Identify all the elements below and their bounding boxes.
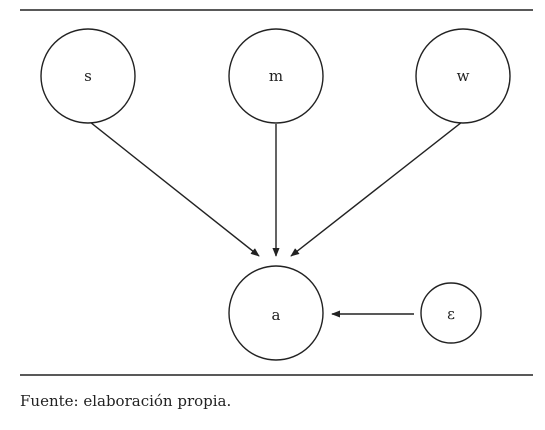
node-a-label: a: [272, 306, 281, 324]
edge-s-to-a: [89, 121, 260, 257]
node-epsilon: ε: [420, 282, 482, 344]
edge-w-to-a: [290, 121, 463, 257]
node-s: s: [40, 28, 136, 124]
node-m: m: [228, 28, 324, 124]
node-w-label: w: [457, 67, 470, 85]
node-a: a: [228, 265, 324, 361]
node-m-label: m: [269, 67, 283, 85]
source-note: Fuente: elaboración propia.: [20, 392, 232, 410]
node-s-label: s: [84, 67, 92, 85]
node-epsilon-label: ε: [447, 305, 455, 323]
node-w: w: [415, 28, 511, 124]
